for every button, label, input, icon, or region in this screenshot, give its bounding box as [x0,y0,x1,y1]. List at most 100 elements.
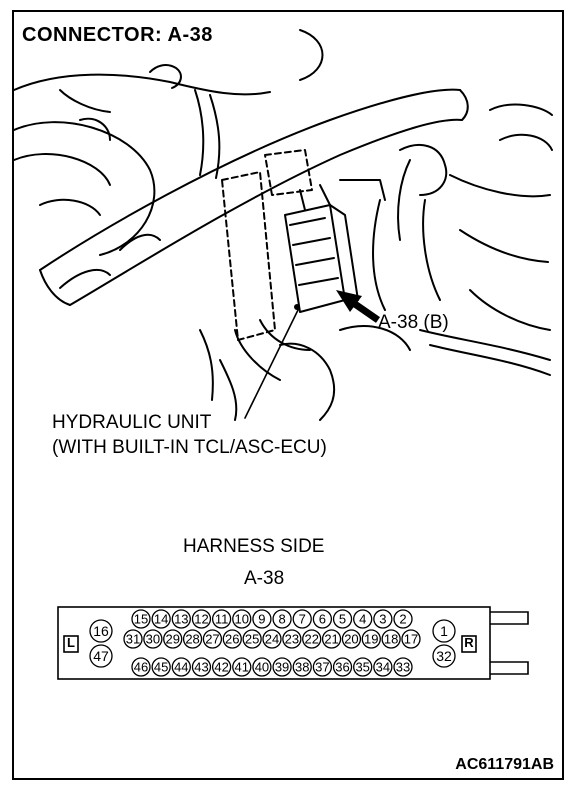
pin-label-16: 16 [93,623,109,639]
pin-label-2: 2 [399,612,406,627]
pin-label-43: 43 [194,660,208,675]
pin-label-38: 38 [295,660,309,675]
pin-38 [292,657,312,677]
pin-2 [393,609,413,629]
pin-10 [232,609,252,629]
pin-15 [131,609,151,629]
pin-47 [89,644,113,668]
pin-label-20: 20 [344,632,358,647]
pin-label-5: 5 [339,612,346,627]
pin-22 [302,629,322,649]
figure-code: AC611791AB [455,756,554,773]
pin-23 [282,629,302,649]
pin-18 [381,629,401,649]
pin-43 [191,657,212,677]
page-title: CONNECTOR: A-38 [22,24,213,46]
unit-label-line2: (WITH BUILT-IN TCL/ASC-ECU) [52,437,327,458]
pin-label-27: 27 [205,632,219,647]
pin-3 [373,609,393,629]
pin-label-8: 8 [278,612,285,627]
pin-26 [222,629,242,649]
pin-label-47: 47 [93,648,109,664]
pin-37 [312,657,333,677]
pin-6 [312,609,333,629]
pin-label-22: 22 [304,632,318,647]
unit-label-line1: HYDRAULIC UNIT [52,412,212,433]
pin-label-4: 4 [359,612,366,627]
pin-label-32: 32 [436,648,452,664]
pin-label-42: 42 [214,660,228,675]
pin-label-45: 45 [154,660,168,675]
pin-label-44: 44 [174,660,188,675]
pin-28 [182,629,203,649]
pin-label-28: 28 [185,632,199,647]
pin-41 [232,657,252,677]
pin-label-40: 40 [255,660,269,675]
pin-label-7: 7 [299,612,306,627]
pin-label-12: 12 [194,612,208,627]
pin-label-35: 35 [355,660,369,675]
pin-35 [353,657,373,677]
connector-callout-label: A-38 (B) [378,312,449,333]
pin-46 [131,657,151,677]
pin-label-3: 3 [379,612,386,627]
pin-label-11: 11 [215,612,229,627]
pin-24 [262,629,282,649]
pin-1 [432,619,456,643]
pin-label-33: 33 [396,660,410,675]
pin-36 [332,657,353,677]
pin-42 [211,657,232,677]
pin-label-17: 17 [404,632,418,647]
pin-11 [211,609,232,629]
pin-34 [373,657,393,677]
pin-label-6: 6 [319,612,326,627]
left-side-marker: L [67,635,75,650]
pin-label-31: 31 [126,632,140,647]
pin-label-10: 10 [235,612,249,627]
pin-label-24: 24 [265,632,279,647]
pin-13 [171,609,191,629]
harness-title: HARNESS SIDE [183,536,325,557]
pin-25 [242,629,262,649]
pin-16 [89,619,113,643]
pin-45 [151,657,171,677]
pin-label-30: 30 [146,632,160,647]
pin-14 [151,609,171,629]
right-side-marker: R [464,635,474,650]
pin-30 [143,629,163,649]
pin-label-26: 26 [225,632,239,647]
pin-label-23: 23 [285,632,299,647]
pin-label-15: 15 [134,612,148,627]
pin-label-36: 36 [335,660,349,675]
pin-label-9: 9 [258,612,265,627]
pin-31 [123,629,143,649]
pin-5 [332,609,353,629]
pin-label-19: 19 [364,632,378,647]
pin-label-41: 41 [235,660,249,675]
pin-12 [191,609,212,629]
pin-4 [353,609,373,629]
pin-label-21: 21 [324,632,338,647]
pin-29 [163,629,183,649]
pin-label-34: 34 [376,660,390,675]
pin-39 [272,657,292,677]
pin-7 [292,609,312,629]
pin-19 [361,629,381,649]
pin-8 [272,609,292,629]
pin-9 [252,609,272,629]
pin-label-25: 25 [245,632,259,647]
pin-27 [202,629,223,649]
pin-44 [171,657,191,677]
pin-label-18: 18 [384,632,398,647]
pin-label-37: 37 [315,660,329,675]
pin-label-14: 14 [154,612,168,627]
pin-32 [432,644,456,668]
pin-label-29: 29 [165,632,179,647]
pin-label-13: 13 [174,612,188,627]
pin-17 [401,629,421,649]
connector-arrow [336,290,380,323]
pin-label-39: 39 [275,660,289,675]
pin-40 [252,657,272,677]
